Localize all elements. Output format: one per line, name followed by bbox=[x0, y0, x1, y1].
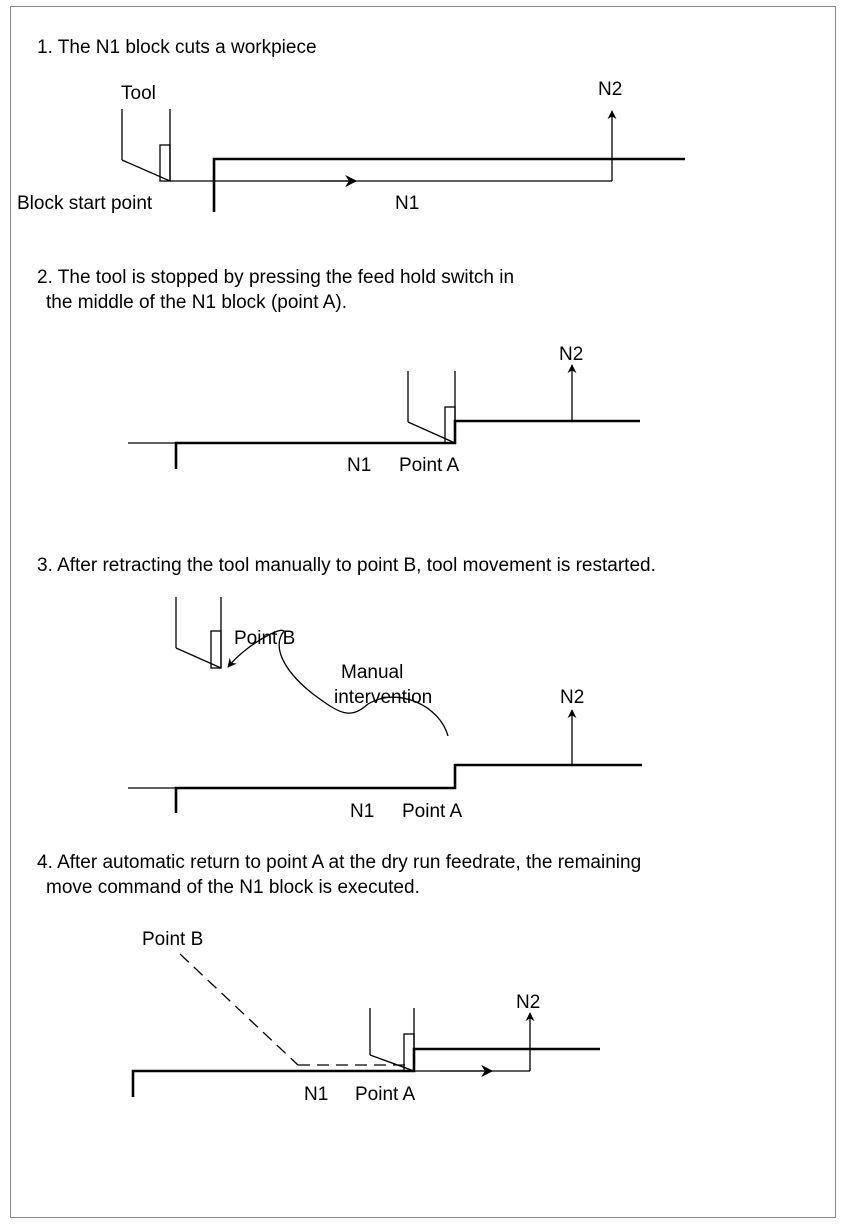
block-start-point-label: Block start point bbox=[17, 193, 153, 214]
step-4-caption-line-2: move command of the N1 block is executed… bbox=[46, 877, 420, 898]
step-1-caption: 1. The N1 block cuts a workpiece bbox=[37, 37, 317, 58]
step-3: 3. After retracting the tool manually to… bbox=[37, 555, 656, 822]
step-3-caption: 3. After retracting the tool manually to… bbox=[37, 555, 656, 576]
tool-path bbox=[132, 1012, 535, 1077]
diagram-frame bbox=[10, 6, 836, 1218]
step-2-caption-line-1: 2. The tool is stopped by pressing the f… bbox=[37, 267, 514, 288]
manual-intervention-path bbox=[227, 629, 449, 737]
workpiece-profile bbox=[131, 1047, 600, 1097]
workpiece-profile bbox=[174, 419, 640, 469]
tool-icon bbox=[121, 109, 171, 182]
point-a-label: Point A bbox=[399, 455, 460, 476]
intervention-label: intervention bbox=[334, 687, 432, 708]
tool-path-n1 bbox=[170, 110, 617, 187]
n2-label: N2 bbox=[598, 79, 622, 100]
step-4-caption-line-1: 4. After automatic return to point A at … bbox=[37, 852, 641, 873]
tool-path bbox=[128, 709, 577, 789]
tool-icon bbox=[175, 597, 222, 669]
manual-label: Manual bbox=[341, 662, 403, 683]
workpiece-profile bbox=[174, 763, 642, 813]
n2-label: N2 bbox=[516, 992, 540, 1013]
step-2: 2. The tool is stopped by pressing the f… bbox=[37, 267, 640, 476]
tool-path bbox=[128, 364, 577, 444]
n1-label: N1 bbox=[304, 1084, 328, 1105]
point-b-label: Point B bbox=[142, 929, 203, 950]
step-2-geometry: N2 N1 Point A bbox=[128, 344, 640, 476]
n1-label: N1 bbox=[350, 801, 374, 822]
step-4: 4. After automatic return to point A at … bbox=[37, 852, 641, 1105]
dry-run-return-path bbox=[179, 953, 412, 1066]
step-2-caption-line-2: the middle of the N1 block (point A). bbox=[46, 292, 347, 313]
n1-label: N1 bbox=[395, 193, 419, 214]
tool-icon bbox=[369, 1008, 415, 1072]
n1-label: N1 bbox=[347, 455, 371, 476]
tool-label: Tool bbox=[121, 83, 156, 104]
point-b-label: Point B bbox=[234, 628, 295, 649]
tool-icon bbox=[407, 371, 456, 444]
step-1: 1. The N1 block cuts a workpiece Tool N2… bbox=[17, 37, 685, 214]
point-a-label: Point A bbox=[355, 1084, 416, 1105]
workpiece-profile bbox=[212, 157, 685, 212]
point-a-label: Point A bbox=[402, 801, 463, 822]
n2-label: N2 bbox=[559, 344, 583, 365]
n2-label: N2 bbox=[560, 687, 584, 708]
